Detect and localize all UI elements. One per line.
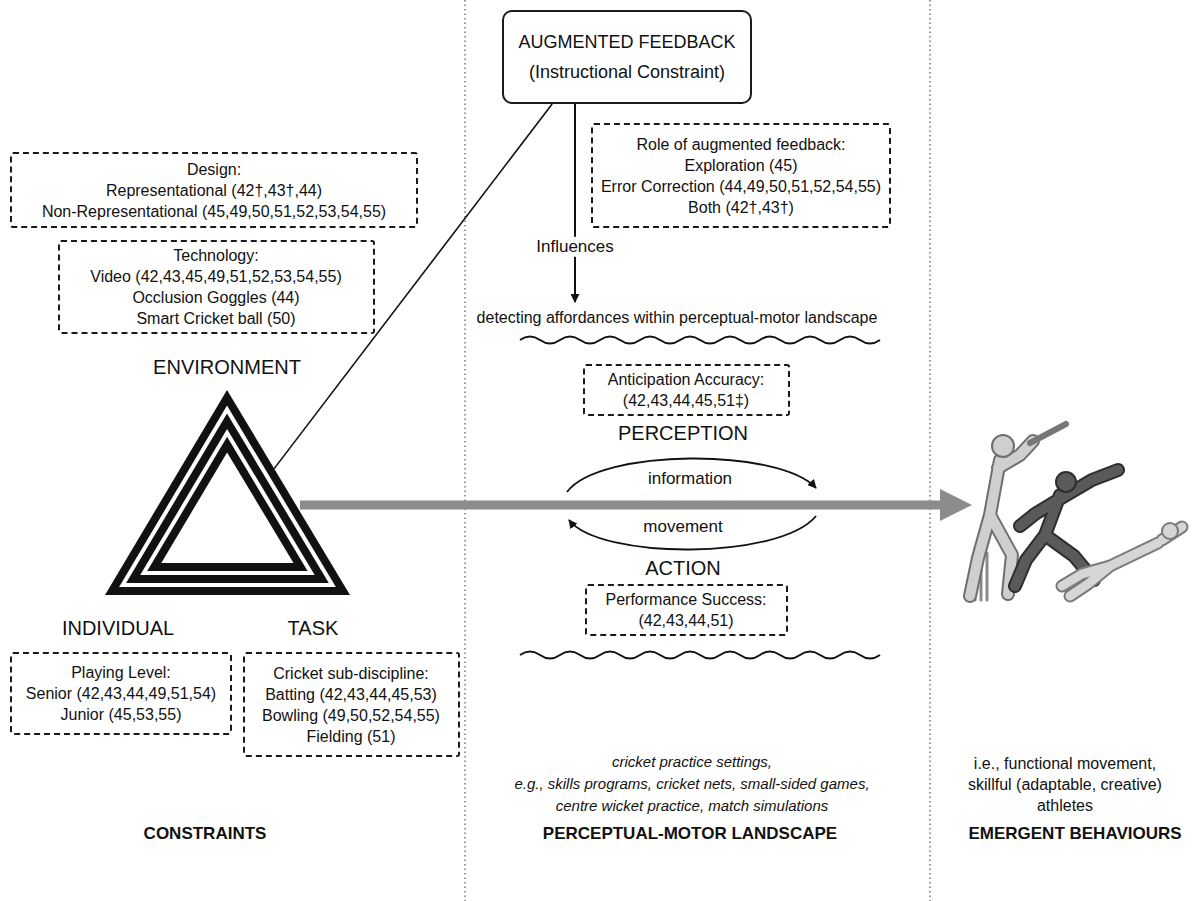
perception-label: PERCEPTION: [618, 421, 748, 445]
box-heading: Design:: [187, 159, 241, 180]
box-item: Fielding (51): [307, 726, 396, 747]
section-divider: [929, 0, 930, 901]
flow-arrow-shaft: [300, 501, 945, 510]
box-item: Batting (42,43,44,45,53): [265, 684, 437, 705]
technology-box: Technology:Video (42,43,45,49,51,52,53,5…: [58, 240, 375, 334]
box-item: Exploration (45): [685, 155, 798, 176]
box-heading: Performance Success:: [606, 589, 767, 610]
influence-arrow: [574, 104, 576, 302]
action-label: ACTION: [645, 556, 721, 580]
practice-note: cricket practice settings,: [612, 753, 772, 771]
practice-note: centre wicket practice, match simulation…: [556, 797, 829, 815]
box-item: Both (42†,43†): [688, 197, 794, 218]
practice-note: e.g., skills programs, cricket nets, sma…: [514, 775, 869, 793]
cycle-label: movement: [643, 517, 722, 537]
influence-label: Influences: [532, 237, 618, 257]
column-heading: CONSTRAINTS: [144, 824, 267, 844]
box-item: (Instructional Constraint): [529, 57, 725, 87]
flow-arrow-head: [940, 489, 972, 521]
box-item: Bowling (49,50,52,54,55): [262, 705, 440, 726]
cycle-label: information: [648, 469, 732, 489]
triangle-band: [126, 413, 329, 583]
emergent-note: i.e., functional movement, skillful (ada…: [959, 753, 1171, 816]
constraint-label: TASK: [288, 616, 339, 640]
column-heading: EMERGENT BEHAVIOURS: [968, 824, 1181, 844]
triangle-band: [161, 452, 293, 563]
cycle-arrow: [567, 458, 816, 492]
design-box: Design:Representational (42†,43†,44)Non-…: [10, 152, 418, 228]
triangle-band: [105, 390, 350, 595]
box-heading: Playing Level:: [71, 662, 171, 683]
section-divider: [464, 0, 465, 901]
triangle-band: [147, 437, 307, 571]
box-item: Smart Cricket ball (50): [136, 308, 295, 329]
column-heading: PERCEPTUAL-MOTOR LANDSCAPE: [543, 824, 837, 844]
cricket-illustration: [970, 424, 1182, 600]
cycle-arrow: [569, 516, 816, 550]
landscape-wave: [520, 337, 880, 344]
box-heading: Cricket sub-discipline:: [273, 663, 429, 684]
box-item: Video (42,43,45,49,51,52,53,54,55): [90, 266, 341, 287]
instruction-box: AUGMENTED FEEDBACK(Instructional Constra…: [502, 10, 752, 104]
cricket-bat: [1030, 424, 1066, 443]
box-item: Senior (42,43,44,49,51,54): [26, 683, 216, 704]
box-heading: AUGMENTED FEEDBACK: [518, 27, 735, 57]
box-item: Junior (45,53,55): [61, 704, 182, 725]
anticipation-box: Anticipation Accuracy:(42,43,44,45,51‡): [583, 364, 790, 416]
playing-level-box: Playing Level:Senior (42,43,44,49,51,54)…: [10, 652, 232, 735]
stump: [986, 553, 989, 600]
box-heading: Technology:: [173, 245, 258, 266]
performance-box: Performance Success:(42,43,44,51): [585, 584, 788, 636]
box-heading: Anticipation Accuracy:: [608, 369, 765, 390]
batter-head: [992, 435, 1014, 457]
landscape-wave: [520, 652, 880, 659]
box-item: Error Correction (44,49,50,51,52,54,55): [601, 176, 881, 197]
triangle-band: [140, 429, 315, 575]
box-item: Non-Representational (45,49,50,51,52,53,…: [42, 201, 386, 222]
triangle-band: [119, 406, 336, 587]
constraint-label: INDIVIDUAL: [62, 616, 174, 640]
box-item: Representational (42†,43†,44): [106, 180, 322, 201]
fielder-head: [1162, 523, 1178, 539]
constraint-label: ENVIRONMENT: [153, 355, 301, 379]
feedback-role-box: Role of augmented feedback:Exploration (…: [591, 123, 891, 228]
constraints-triangle: ENVIRONMENT INDIVIDUAL TASK: [40, 352, 380, 647]
box-heading: Role of augmented feedback:: [636, 134, 845, 155]
box-item: (42,43,44,45,51‡): [623, 390, 749, 411]
bowler-head: [1056, 472, 1076, 492]
affordance-label: detecting affordances within perceptual-…: [477, 308, 878, 327]
box-item: Occlusion Goggles (44): [132, 287, 299, 308]
box-item: (42,43,44,51): [638, 610, 733, 631]
triangle-outline: [40, 352, 380, 647]
sub-discipline-box: Cricket sub-discipline:Batting (42,43,44…: [243, 652, 460, 757]
